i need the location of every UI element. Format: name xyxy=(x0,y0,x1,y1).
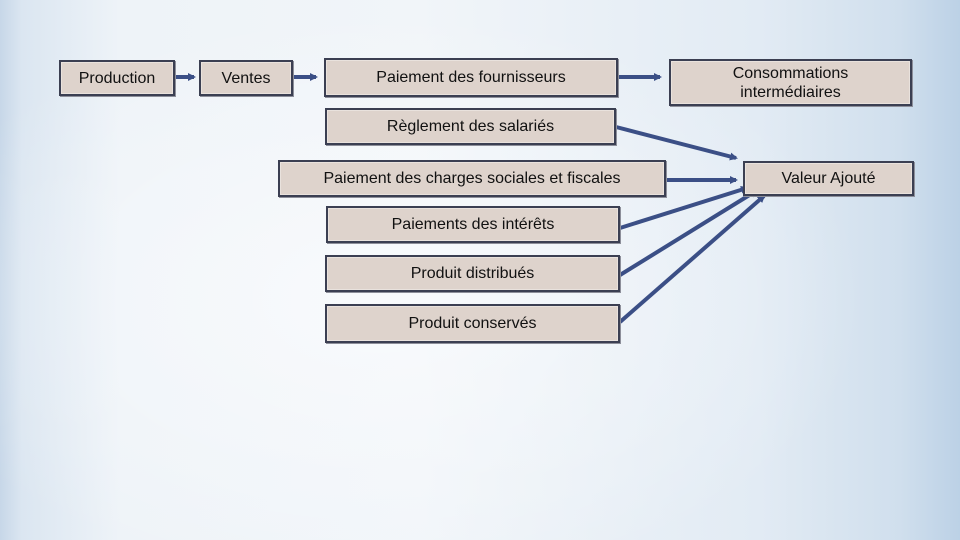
node-charges-sociales-fiscales: Paiement des charges sociales et fiscale… xyxy=(278,160,666,197)
node-ventes: Ventes xyxy=(199,60,293,96)
node-paiement-fournisseurs: Paiement des fournisseurs xyxy=(324,58,618,97)
node-charges-sociales-label: Paiement des charges sociales et fiscale… xyxy=(323,170,621,187)
node-valeur-ajoute-label: Valeur Ajouté xyxy=(781,170,876,187)
node-paiements-interets-label: Paiements des intérêts xyxy=(391,216,555,233)
node-paiement-fournisseurs-label: Paiement des fournisseurs xyxy=(376,69,566,86)
node-ventes-label: Ventes xyxy=(221,69,271,87)
node-reglement-salaries-label: Règlement des salariés xyxy=(386,118,555,135)
node-consommations-label: Consommations intermédiaires xyxy=(732,64,849,101)
node-consommations-intermediaires: Consommations intermédiaires xyxy=(669,59,912,106)
node-produit-distribues-label: Produit distribués xyxy=(410,265,535,282)
arrow-produit-conserves-to-valeur-ajoute xyxy=(618,194,766,324)
node-production: Production xyxy=(59,60,175,96)
node-produit-distribues: Produit distribués xyxy=(325,255,620,292)
arrow-produit-distribues-to-valeur-ajoute xyxy=(618,189,758,277)
arrow-reglement-salaries-to-valeur-ajoute xyxy=(615,125,738,161)
node-produit-conserves: Produit conservés xyxy=(325,304,620,343)
node-production-label: Production xyxy=(78,69,156,87)
node-paiements-interets: Paiements des intérêts xyxy=(326,206,620,243)
node-produit-conserves-label: Produit conservés xyxy=(408,315,537,332)
node-valeur-ajoute: Valeur Ajouté xyxy=(743,161,914,196)
node-reglement-salaries: Règlement des salariés xyxy=(325,108,616,145)
arrow-interets-to-valeur-ajoute xyxy=(619,185,749,230)
